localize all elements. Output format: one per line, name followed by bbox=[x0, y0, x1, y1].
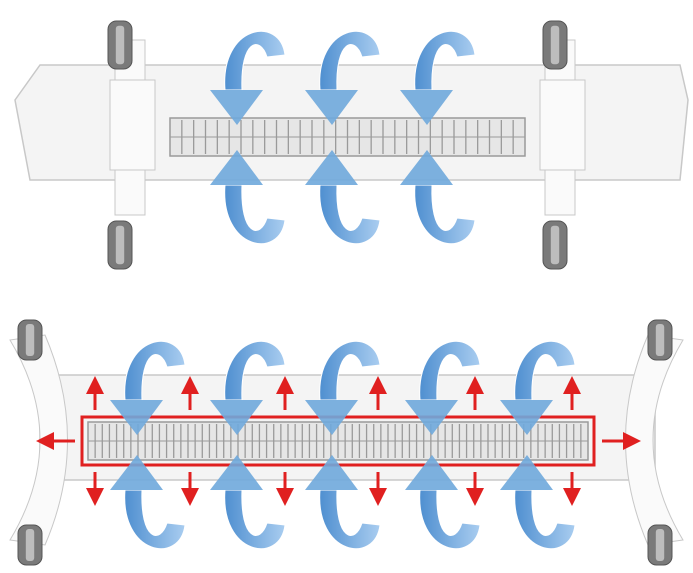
foot-arm bbox=[114, 169, 146, 216]
airflow-arrow-head bbox=[400, 90, 453, 125]
airflow-ribbon bbox=[319, 489, 381, 550]
airflow-ribbon bbox=[319, 340, 381, 401]
mounting-foot-left bbox=[9, 334, 68, 546]
airflow-arrow-head bbox=[500, 455, 553, 490]
mounting-foot bbox=[109, 79, 156, 171]
airflow-ribbon bbox=[224, 489, 286, 550]
wheel-hub bbox=[550, 25, 560, 65]
mounting-foot bbox=[539, 79, 586, 171]
wheel-hub bbox=[655, 324, 665, 356]
airflow-ribbon bbox=[224, 184, 286, 245]
airflow-arrow-head bbox=[210, 90, 263, 125]
wheel-hub bbox=[655, 529, 665, 561]
airflow-ribbon bbox=[224, 340, 286, 401]
airflow-arrow-head bbox=[110, 400, 163, 435]
wheel-hub bbox=[550, 225, 560, 265]
airflow-arrow-head bbox=[210, 400, 263, 435]
airflow-arrow-head bbox=[500, 400, 553, 435]
airflow-arrow-head bbox=[305, 90, 358, 125]
airflow-ribbon bbox=[124, 340, 186, 401]
top-heater bbox=[14, 20, 689, 270]
airflow-ribbon bbox=[319, 30, 381, 91]
airflow-ribbon bbox=[514, 489, 576, 550]
airflow-ribbon bbox=[414, 184, 476, 245]
airflow-arrow-head bbox=[210, 150, 263, 185]
wheel-hub bbox=[25, 324, 35, 356]
airflow-ribbon bbox=[419, 340, 481, 401]
airflow-ribbon bbox=[319, 184, 381, 245]
airflow-arrow-head bbox=[110, 455, 163, 490]
wheel-hub bbox=[115, 225, 125, 265]
bottom-heater bbox=[9, 319, 684, 566]
airflow-ribbon bbox=[514, 340, 576, 401]
foot-arm bbox=[544, 169, 576, 216]
airflow-ribbon bbox=[224, 30, 286, 91]
airflow-arrow-head bbox=[400, 150, 453, 185]
airflow-arrow-head bbox=[210, 455, 263, 490]
wheel-hub bbox=[25, 529, 35, 561]
airflow-ribbon bbox=[414, 30, 476, 91]
airflow-arrow-head bbox=[305, 455, 358, 490]
airflow-arrow-head bbox=[405, 400, 458, 435]
airflow-arrow-head bbox=[405, 455, 458, 490]
airflow-ribbon bbox=[124, 489, 186, 550]
airflow-arrow-head bbox=[305, 150, 358, 185]
wheel-hub bbox=[115, 25, 125, 65]
airflow-arrow-head bbox=[305, 400, 358, 435]
airflow-ribbon bbox=[419, 489, 481, 550]
